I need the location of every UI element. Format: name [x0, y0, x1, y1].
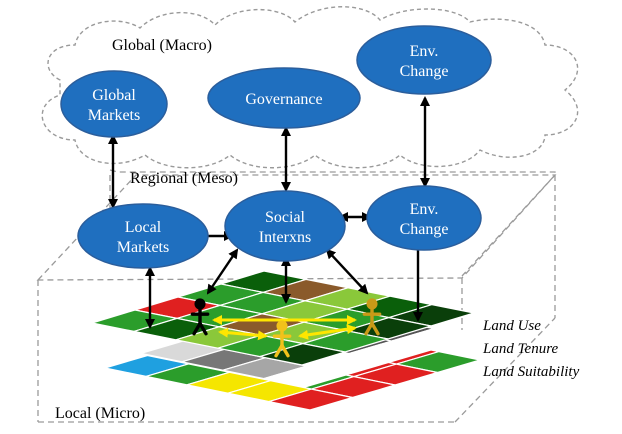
regional-scale-label: Regional (Meso): [130, 170, 238, 187]
social-interactions-node-label-1: Interxns: [259, 229, 311, 246]
global-scale-label: Global (Macro): [112, 37, 212, 54]
agents-group: [190, 298, 382, 358]
env-change-global-node-label-1: Change: [400, 63, 449, 80]
agent-black-icon: [190, 298, 210, 336]
agent-gold-icon: [362, 298, 382, 336]
global-markets-node-label-1: Markets: [88, 107, 140, 124]
social-interactions-node-label-0: Social: [265, 209, 306, 226]
env-change-regional-node-label-0: Env.: [410, 201, 439, 218]
governance-node-label-0: Governance: [245, 91, 322, 108]
local-markets-node-label-0: Local: [125, 219, 162, 236]
env-change-regional-node: Env. Change: [366, 185, 482, 251]
grid-cell: [259, 342, 346, 366]
land-use-label: Land Use: [482, 318, 541, 334]
local-markets-node-label-1: Markets: [117, 239, 169, 256]
grid-cell: [263, 365, 348, 388]
global-markets-node-label-0: Global: [92, 87, 136, 104]
land-suitability-label: Land Suitability: [482, 364, 580, 380]
agent-interaction-links: [212, 315, 357, 341]
links-group: [108, 96, 430, 329]
nodes-group: GlobalMarketsGovernanceEnv.ChangeLocalMa…: [60, 25, 492, 269]
local-scale-label: Local (Micro): [55, 405, 145, 422]
arrow-social-gold-agent: [325, 248, 369, 295]
arrow-social-black-agent: [206, 248, 239, 295]
env-change-global-node-label-0: Env.: [410, 43, 439, 60]
land-tenure-label: Land Tenure: [482, 341, 558, 357]
env-change-regional-node-label-1: Change: [400, 221, 449, 238]
env-change-global-node: Env. Change: [356, 25, 492, 95]
land-layers: [91, 270, 481, 411]
agent-yellow-icon: [272, 320, 292, 358]
governance-node: Governance: [207, 67, 361, 129]
grid-cell: [268, 388, 353, 411]
